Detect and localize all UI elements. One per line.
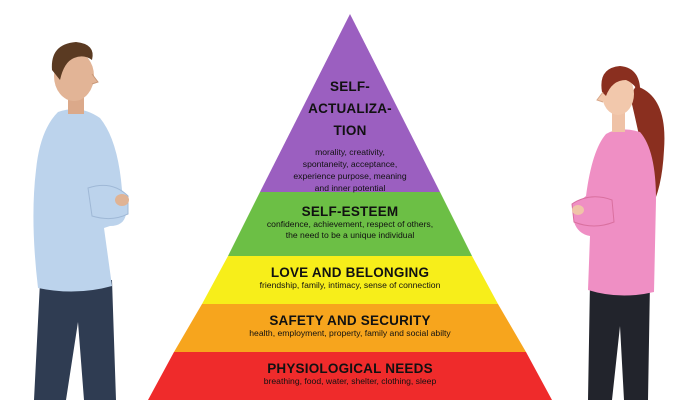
level-self-esteem-band: [228, 192, 472, 256]
man-shirt: [33, 109, 126, 292]
level-safety-band: [174, 304, 526, 352]
level-self-esteem-description: confidence, achievement, respect of othe…: [266, 219, 434, 240]
level-love-and-belonging: LOVE AND BELONGING friendship, family, i…: [210, 265, 490, 291]
level-physiological-band: [148, 352, 552, 400]
man-nose: [91, 73, 99, 85]
woman-pants: [588, 282, 650, 400]
woman-arms: [571, 196, 615, 227]
woman-neck: [612, 112, 625, 132]
level-physiological-title: PHYSIOLOGICAL NEEDS: [267, 361, 433, 376]
level-love-band: [202, 256, 498, 304]
level-self-esteem-title: SELF-ESTEEM: [301, 204, 399, 219]
pyramid: [148, 14, 552, 400]
level-self-actualization-description: morality, creativity, spontaneity, accep…: [293, 147, 407, 193]
level-love-title: LOVE AND BELONGING: [270, 265, 430, 280]
man-hand: [115, 194, 129, 206]
woman-hand: [572, 205, 584, 215]
woman-nose: [596, 91, 604, 103]
man-figure: [33, 42, 129, 400]
level-safety-description: health, employment, property, family and…: [249, 328, 451, 338]
level-safety-title: SAFETY AND SECURITY: [269, 313, 431, 328]
woman-hair: [601, 66, 641, 96]
level-self-actualization-band: [260, 14, 440, 192]
woman-shirt: [573, 129, 656, 296]
level-love-description: friendship, family, intimacy, sense of c…: [259, 280, 441, 290]
level-physiological-description: breathing, food, water, shelter, clothin…: [263, 376, 437, 386]
level-self-esteem: SELF-ESTEEM confidence, achievement, res…: [235, 204, 465, 241]
level-self-actualization-title: SELF- ACTUALIZA- TION: [308, 79, 392, 138]
man-hair: [51, 42, 93, 80]
level-safety-and-security: SAFETY AND SECURITY health, employment, …: [180, 313, 520, 339]
woman-figure: [571, 66, 665, 400]
level-physiological-needs: PHYSIOLOGICAL NEEDS breathing, food, wat…: [150, 361, 550, 387]
man-jeans: [34, 280, 116, 400]
man-arms: [87, 184, 129, 220]
level-self-actualization: SELF- ACTUALIZA- TION morality, creativi…: [280, 76, 420, 194]
